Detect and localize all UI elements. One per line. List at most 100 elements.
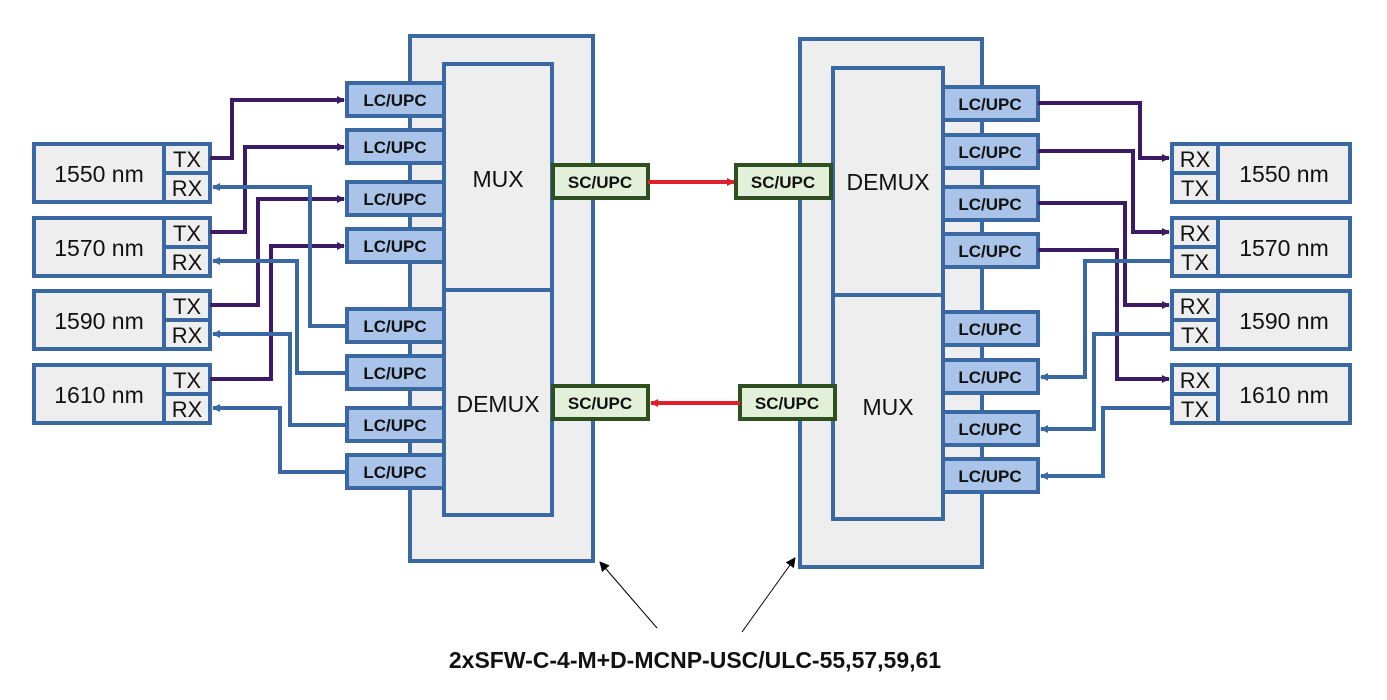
lc-port[interactable]: LC/UPC: [941, 457, 1040, 494]
left-demux-label: DEMUX: [456, 391, 539, 417]
svg-text:LC/UPC: LC/UPC: [958, 95, 1021, 114]
lc-port[interactable]: LC/UPC: [941, 185, 1040, 222]
lc-port[interactable]: LC/UPC: [941, 310, 1040, 347]
right-demux-common-port[interactable]: SC/UPC: [734, 163, 833, 200]
transceiver: 1610 nm TX RX: [32, 363, 212, 425]
lc-port[interactable]: LC/UPC: [345, 354, 446, 391]
fiber-tx-1550: [210, 96, 345, 160]
transceiver: RX TX 1550 nm: [1170, 142, 1352, 204]
lc-port[interactable]: LC/UPC: [941, 358, 1040, 395]
tx-port: TX: [173, 368, 201, 393]
left-demux-block: [442, 288, 554, 517]
svg-text:SC/UPC: SC/UPC: [751, 173, 815, 192]
left-demux-common-port[interactable]: SC/UPC: [551, 384, 650, 421]
left-fibers: [210, 96, 347, 474]
left-transceivers: 1550 nm TX RX 1570 nm TX RX 1590 nm TX R…: [32, 142, 212, 425]
svg-text:LC/UPC: LC/UPC: [363, 190, 426, 209]
rx-port: RX: [172, 250, 203, 275]
svg-text:SC/UPC: SC/UPC: [568, 394, 632, 413]
rx-port: RX: [172, 323, 203, 348]
fiber-rx-1610: [212, 404, 347, 474]
svg-text:SC/UPC: SC/UPC: [568, 173, 632, 192]
transceiver: 1550 nm TX RX: [32, 142, 212, 204]
fiber-rx-1590-right: [1038, 201, 1170, 309]
wavelength-label: 1590 nm: [54, 308, 144, 334]
fiber-rx-1550-right: [1038, 101, 1170, 162]
transceiver: 1570 nm TX RX: [32, 216, 212, 278]
right-demux-ports: LC/UPC LC/UPC LC/UPC LC/UPC: [941, 85, 1040, 269]
lc-port[interactable]: LC/UPC: [345, 453, 446, 490]
tx-port: TX: [1181, 250, 1209, 275]
svg-text:LC/UPC: LC/UPC: [363, 364, 426, 383]
lc-port[interactable]: LC/UPC: [345, 180, 446, 217]
svg-text:LC/UPC: LC/UPC: [363, 138, 426, 157]
left-mux-ports: LC/UPC LC/UPC LC/UPC LC/UPC: [345, 81, 446, 264]
svg-text:SC/UPC: SC/UPC: [755, 394, 819, 413]
svg-text:LC/UPC: LC/UPC: [363, 317, 426, 336]
svg-text:LC/UPC: LC/UPC: [363, 91, 426, 110]
lc-port[interactable]: LC/UPC: [345, 128, 446, 165]
tx-port: TX: [173, 221, 201, 246]
fiber-rx-1570-right: [1038, 149, 1170, 236]
rx-port: RX: [172, 176, 203, 201]
fiber-rx-1590: [212, 330, 347, 427]
svg-text:LC/UPC: LC/UPC: [363, 463, 426, 482]
fiber-rx-1610-right: [1038, 248, 1170, 383]
svg-text:LC/UPC: LC/UPC: [363, 237, 426, 256]
fiber-tx-1590: [210, 195, 345, 307]
rx-port: RX: [1180, 147, 1211, 172]
rx-port: RX: [1180, 368, 1211, 393]
left-demux-ports: LC/UPC LC/UPC LC/UPC LC/UPC: [345, 307, 446, 490]
transceiver: 1590 nm TX RX: [32, 289, 212, 351]
right-transceivers: RX TX 1550 nm RX TX 1570 nm RX TX 1590 n…: [1170, 142, 1352, 425]
tx-port: TX: [173, 294, 201, 319]
wavelength-label: 1610 nm: [1239, 382, 1329, 408]
rx-port: RX: [1180, 221, 1211, 246]
wavelength-label: 1570 nm: [1239, 235, 1329, 261]
svg-text:LC/UPC: LC/UPC: [958, 195, 1021, 214]
svg-text:LC/UPC: LC/UPC: [363, 416, 426, 435]
lc-port[interactable]: LC/UPC: [941, 133, 1040, 170]
fiber-rx-1550: [212, 183, 347, 328]
right-mux-ports: LC/UPC LC/UPC LC/UPC LC/UPC: [941, 310, 1040, 494]
lc-port[interactable]: LC/UPC: [941, 410, 1040, 447]
transceiver: RX TX 1610 nm: [1170, 363, 1352, 425]
lc-port[interactable]: LC/UPC: [345, 406, 446, 443]
wavelength-label: 1590 nm: [1239, 308, 1329, 334]
fiber-tx-1610: [210, 242, 345, 381]
lc-port[interactable]: LC/UPC: [941, 232, 1040, 269]
svg-text:LC/UPC: LC/UPC: [958, 320, 1021, 339]
tx-port: TX: [1181, 397, 1209, 422]
tx-port: TX: [1181, 176, 1209, 201]
svg-text:LC/UPC: LC/UPC: [958, 368, 1021, 387]
rx-port: RX: [172, 397, 203, 422]
svg-text:LC/UPC: LC/UPC: [958, 467, 1021, 486]
right-mux-label: MUX: [862, 394, 913, 420]
lc-port[interactable]: LC/UPC: [345, 81, 446, 118]
fiber-tx-1570: [210, 143, 345, 234]
right-demux-label: DEMUX: [846, 169, 929, 195]
fiber-tx-1570-right: [1040, 259, 1172, 381]
lc-port[interactable]: LC/UPC: [345, 227, 446, 264]
tx-port: TX: [1181, 323, 1209, 348]
fiber-tx-1610-right: [1040, 406, 1172, 480]
left-mux-label: MUX: [472, 166, 523, 192]
lc-port[interactable]: LC/UPC: [941, 85, 1040, 122]
wavelength-label: 1550 nm: [54, 161, 144, 187]
wavelength-label: 1570 nm: [54, 235, 144, 261]
lc-port[interactable]: LC/UPC: [345, 307, 446, 344]
right-mux-common-port[interactable]: SC/UPC: [738, 384, 837, 421]
left-mux-common-port[interactable]: SC/UPC: [551, 163, 650, 200]
wavelength-label: 1610 nm: [54, 382, 144, 408]
transceiver: RX TX 1590 nm: [1170, 289, 1352, 351]
fiber-rx-1570: [212, 257, 347, 375]
fiber-tx-1590-right: [1040, 332, 1172, 433]
caption: 2xSFW-C-4-M+D-MCNP-USC/ULC-55,57,59,61: [449, 647, 941, 673]
svg-text:LC/UPC: LC/UPC: [958, 242, 1021, 261]
wavelength-label: 1550 nm: [1239, 161, 1329, 187]
transceiver: RX TX 1570 nm: [1170, 216, 1352, 278]
caption-pointer-right: [741, 557, 796, 633]
svg-text:LC/UPC: LC/UPC: [958, 420, 1021, 439]
caption-pointer-left: [599, 561, 658, 629]
